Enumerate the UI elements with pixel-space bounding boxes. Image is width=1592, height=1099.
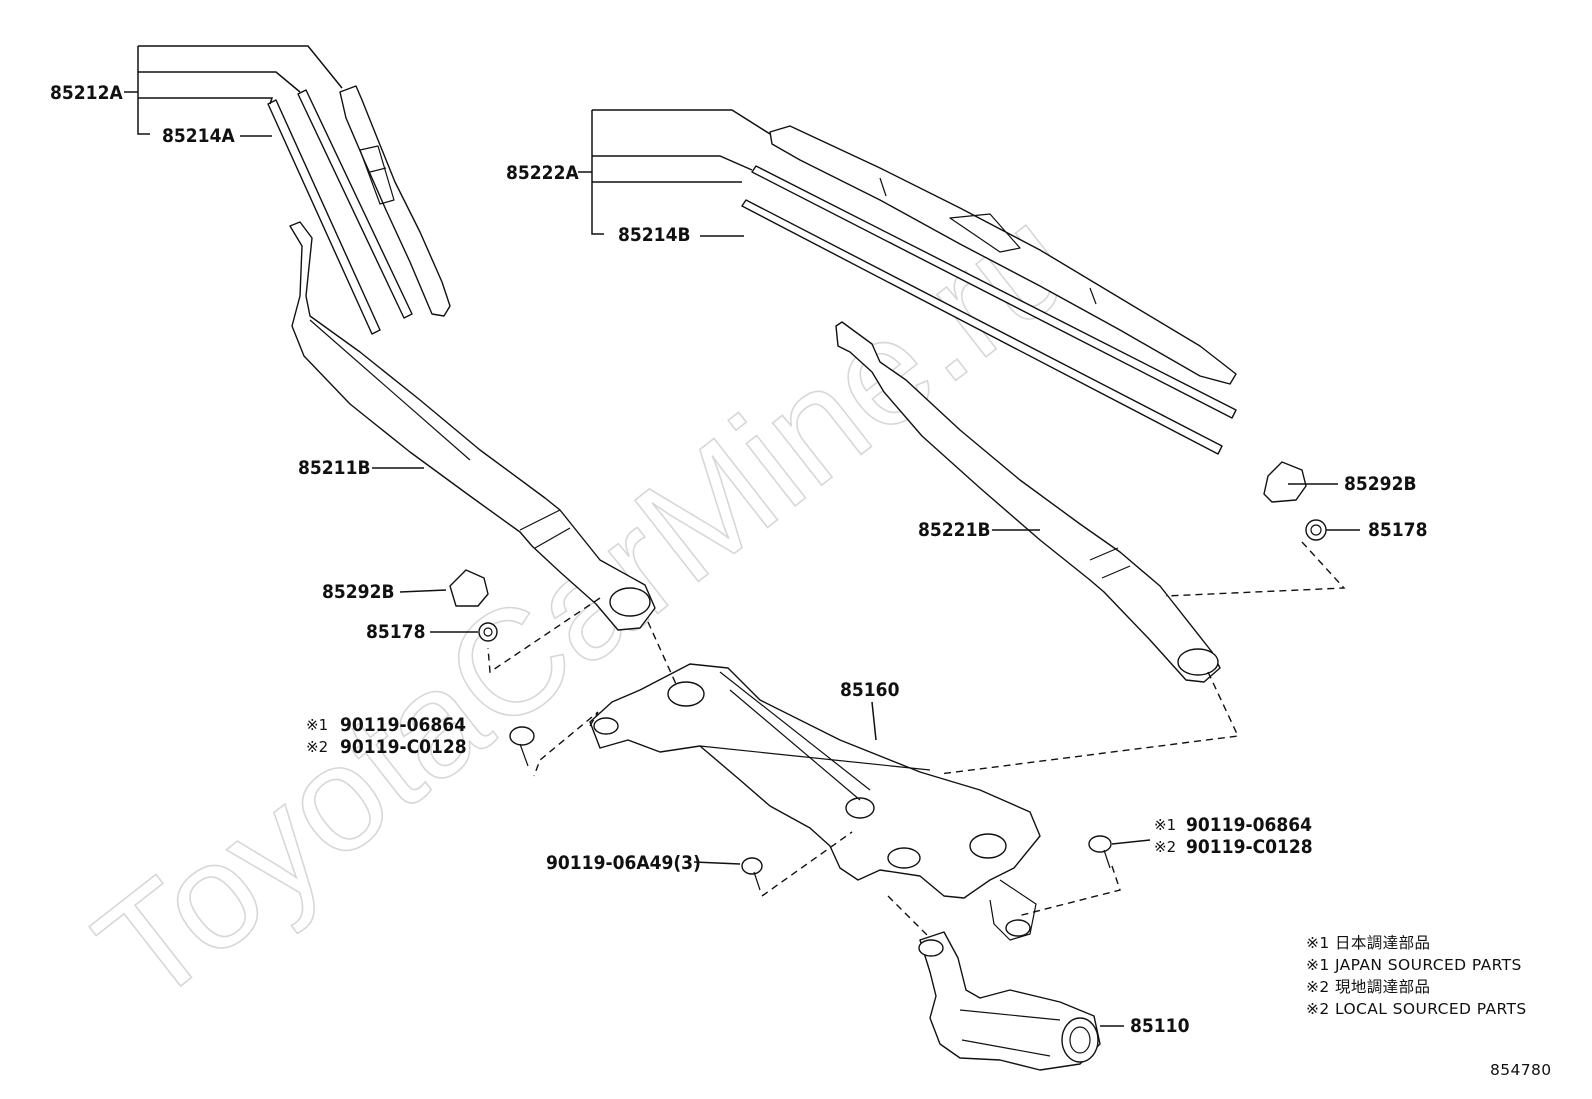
- leader-lines: [124, 45, 1360, 1027]
- label-85214A: 85214A: [162, 125, 235, 147]
- label-85212A: 85212A: [50, 82, 123, 104]
- label-85211B: 85211B: [298, 457, 371, 479]
- label-90119-C0128-right: 90119-C0128: [1186, 836, 1313, 858]
- label-85214B: 85214B: [618, 224, 691, 246]
- label-85178-right: 85178: [1368, 519, 1427, 541]
- bolt-left-part: [509, 726, 535, 767]
- cap-right-part: [1263, 461, 1307, 503]
- cap-left-part: [449, 569, 489, 607]
- legend-line-4: ※2 LOCAL SOURCED PARTS: [1306, 1000, 1527, 1018]
- figure-number: 854780: [1490, 1061, 1552, 1079]
- legend-line-3: ※2 現地調達部品: [1306, 978, 1430, 996]
- mark-1-right: ※1: [1154, 816, 1176, 834]
- legend: ※1 日本調達部品 ※1 JAPAN SOURCED PARTS ※2 現地調達…: [1306, 934, 1527, 1018]
- motor-part: [918, 931, 1101, 1071]
- label-85110: 85110: [1130, 1015, 1190, 1037]
- assembly-dashed-lines: [487, 541, 1346, 937]
- arm-right: [835, 321, 1221, 683]
- label-85292B-right: 85292B: [1344, 473, 1417, 495]
- rubber-right-strips: [741, 165, 1237, 455]
- label-85292B-left: 85292B: [322, 581, 395, 603]
- nut-left-part: [478, 622, 498, 642]
- mark-1-left: ※1: [306, 716, 328, 734]
- mark-2-right: ※2: [1154, 838, 1176, 856]
- rubber-left-strips: [267, 89, 413, 335]
- blade-left-assembly: [339, 85, 451, 317]
- label-90119-C0128-left: 90119-C0128: [340, 736, 467, 758]
- arm-left: [289, 221, 656, 631]
- mark-2-left: ※2: [306, 738, 328, 756]
- label-90119-06A49: 90119-06A49(3): [546, 852, 701, 874]
- legend-line-2: ※1 JAPAN SOURCED PARTS: [1306, 956, 1522, 974]
- legend-line-1: ※1 日本調達部品: [1306, 934, 1430, 952]
- label-85221B: 85221B: [918, 519, 991, 541]
- label-85160: 85160: [840, 679, 900, 701]
- blade-right-assembly: [769, 125, 1237, 385]
- label-85222A: 85222A: [506, 162, 579, 184]
- label-90119-06864-left: 90119-06864: [340, 714, 466, 736]
- bolt-mid-part: [741, 857, 763, 891]
- label-85178-left: 85178: [366, 621, 425, 643]
- nut-right-part: [1305, 519, 1327, 541]
- label-90119-06864-right: 90119-06864: [1186, 814, 1312, 836]
- link-assembly-part: [589, 663, 1041, 941]
- bolt-right-part: [1088, 835, 1112, 869]
